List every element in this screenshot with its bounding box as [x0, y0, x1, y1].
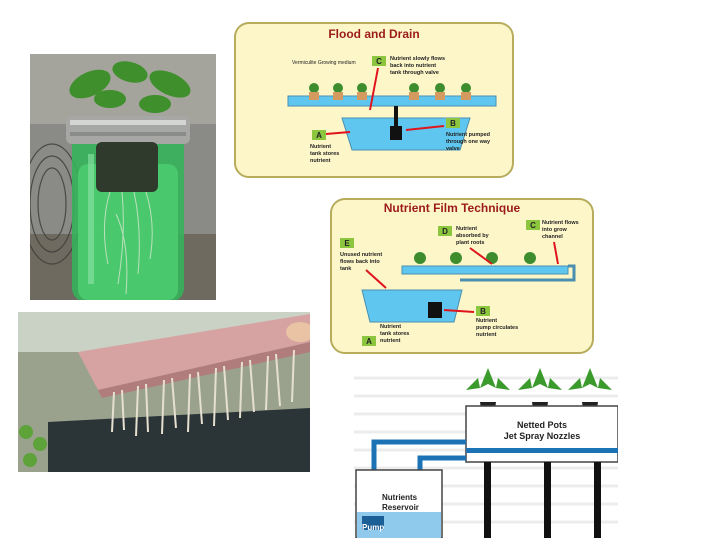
fd-a-line3: nutrient	[310, 158, 331, 164]
nft-c-line3: channel	[542, 234, 563, 240]
svg-text:Nutrient tank stores: Nutrient tank stores nutrient	[310, 144, 341, 164]
nft-a-line1: Nutrient	[380, 324, 401, 330]
fd-c-line3: tank through valve	[390, 70, 439, 76]
pump-label: Pump	[362, 523, 384, 532]
nft-tag-b: B	[480, 307, 486, 316]
aeroponics-diagram: Netted Pots Jet Spray Nozzles Pump Nutri…	[354, 366, 618, 538]
svg-text:Nutrient tank stores: Nutrient tank stores nutrient	[380, 324, 411, 344]
fd-a-line2: tank stores	[310, 151, 339, 157]
nft-d-line1: Nutrient	[456, 226, 477, 232]
nft-tag-a: A	[366, 337, 372, 346]
flood-drain-title: Flood and Drain	[328, 27, 419, 41]
fd-tag-b: B	[450, 119, 456, 128]
svg-text:Nutrient pumped through: Nutrient pumped through one way valve	[446, 132, 492, 152]
floating-raft-photo	[18, 312, 310, 472]
jet-spray-label: Jet Spray Nozzles	[504, 431, 581, 441]
svg-text:Nutrient pump circulates: Nutrient pump circulates nutrient	[476, 318, 520, 338]
fd-tag-a: A	[316, 131, 322, 140]
nft-e-line1: Unused nutrient	[340, 252, 382, 258]
nft-c-line2: into grow	[542, 227, 567, 233]
reservoir-line2: Reservoir	[382, 503, 419, 512]
flood-and-drain-diagram: Flood and Drain Vermiculite Growing medi…	[234, 22, 514, 178]
svg-text:Nutrient flows into grow: Nutrient flows into grow channel	[542, 220, 580, 240]
fd-tag-c: C	[376, 57, 382, 66]
nft-d-line3: plant roots	[456, 240, 484, 246]
nft-d-line2: absorbed by	[456, 233, 490, 239]
svg-text:Unused nutrient flows ba: Unused nutrient flows back into tank	[340, 252, 384, 272]
svg-text:Nutrients Reservoir: Nutrients Reservoir	[382, 493, 419, 512]
fd-b-line2: through one way	[446, 139, 491, 145]
fd-b-line3: valve	[446, 146, 460, 152]
nft-e-line3: tank	[340, 266, 352, 272]
mason-jar-photo	[30, 54, 216, 300]
nft-b-line3: nutrient	[476, 332, 497, 338]
reservoir-line1: Nutrients	[382, 493, 418, 502]
nft-tag-e: E	[344, 239, 350, 248]
nft-title: Nutrient Film Technique	[384, 201, 521, 215]
fd-c-line2: back into nutrient	[390, 63, 436, 69]
nft-b-line2: pump circulates	[476, 325, 518, 331]
fd-a-line1: Nutrient	[310, 144, 331, 150]
fd-c-line1: Nutrient slowly flows	[390, 56, 445, 62]
nft-tag-d: D	[442, 227, 448, 236]
fd-b-line1: Nutrient pumped	[446, 132, 490, 138]
nft-a-line2: tank stores	[380, 331, 409, 337]
nft-tag-c: C	[530, 221, 536, 230]
nft-c-line1: Nutrient flows	[542, 220, 579, 226]
svg-text:Nutrient absorbed by: Nutrient absorbed by plant roots	[456, 226, 490, 246]
nft-diagram: Nutrient Film Technique D Nutrient absor…	[330, 198, 594, 354]
netted-pots-label: Netted Pots	[517, 420, 567, 430]
nft-e-line2: flows back into	[340, 259, 380, 265]
svg-text:Nutrient slowly flows ba: Nutrient slowly flows back into nutrient…	[390, 56, 447, 76]
nft-a-line3: nutrient	[380, 338, 401, 344]
medium-label: Vermiculite Growing medium	[292, 60, 356, 66]
nft-b-line1: Nutrient	[476, 318, 497, 324]
